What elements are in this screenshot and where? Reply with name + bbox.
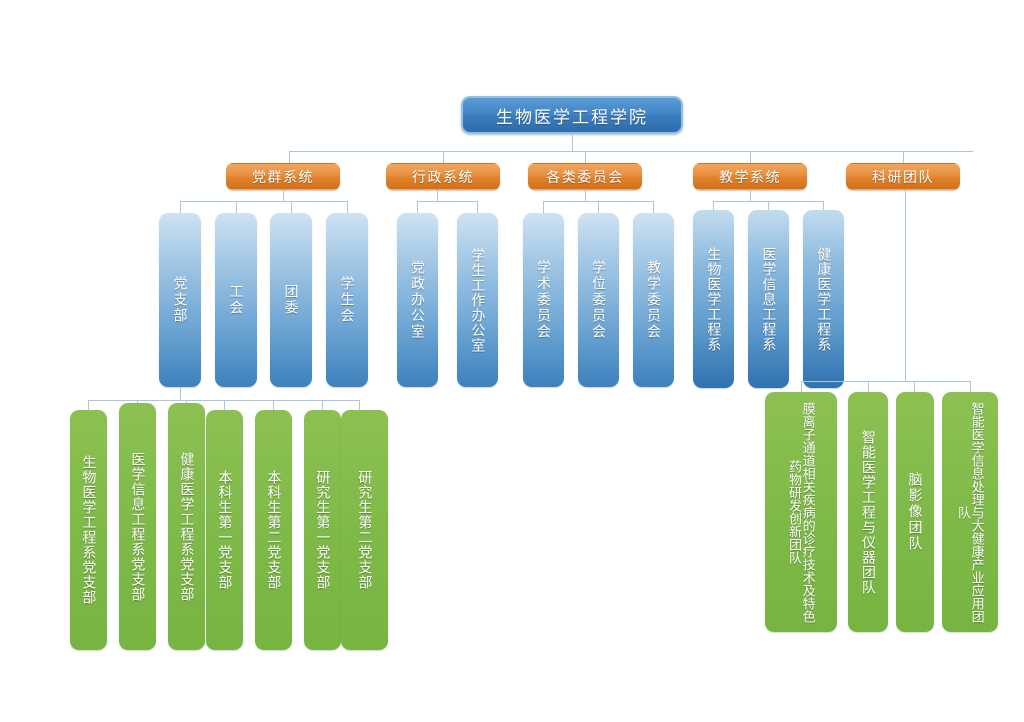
node-label-undergrad-second-party-branch: 本科生第二党支部 — [266, 470, 283, 590]
node-grad-second-party-branch[interactable]: 研究生第二党支部 — [341, 410, 388, 650]
node-biomedical-engineering-dept[interactable]: 生物医学工程系 — [693, 210, 734, 388]
node-mi-dept-party-branch[interactable]: 医学信息工程系党支部 — [119, 403, 156, 650]
node-label-student-union: 学生会 — [339, 276, 356, 324]
node-label-labor-union: 工会 — [228, 284, 245, 316]
node-label-teaching-committee: 教学委员会 — [646, 260, 663, 340]
connector-dangzhibu-drop-7 — [359, 400, 360, 410]
connector-weiyuanhui-drop-1 — [543, 201, 544, 213]
node-medical-informatics-dept[interactable]: 医学信息工程系 — [748, 210, 789, 388]
connector-to-dangqun — [289, 151, 290, 163]
connector-xingzheng-drop-2 — [477, 201, 478, 213]
level2-node-research-teams[interactable]: 科研团队 — [846, 163, 960, 190]
connector-dangzhibu-bus — [88, 400, 359, 401]
node-label-youth-league: 团委 — [283, 284, 300, 316]
node-label-mi-dept-party-branch: 医学信息工程系党支部 — [130, 451, 147, 602]
connector-jiaoxue-drop-2 — [768, 201, 769, 210]
node-label-grad-first-party-branch: 研究生第一党支部 — [315, 470, 332, 590]
node-label-medical-informatics-dept: 医学信息工程系 — [761, 246, 778, 352]
node-grad-first-party-branch[interactable]: 研究生第一党支部 — [304, 410, 341, 650]
connector-jiaoxue-stem — [750, 190, 751, 201]
node-party-admin-office[interactable]: 党政办公室 — [397, 213, 438, 387]
node-label-brain-imaging-team: 脑影像团队 — [907, 472, 924, 552]
connector-keyan-bus — [801, 381, 970, 382]
connector-weiyuanhui-drop-3 — [653, 201, 654, 213]
connector-jiaoxue-drop-1 — [713, 201, 714, 210]
node-student-affairs-office[interactable]: 学生工作办公室 — [457, 213, 498, 387]
connector-keyan-drop-3 — [914, 381, 915, 392]
connector-dangzhibu-stem — [180, 387, 181, 400]
node-undergrad-first-party-branch[interactable]: 本科生第一党支部 — [206, 410, 243, 650]
connector-to-xingzheng — [443, 151, 444, 163]
connector-to-keyan — [903, 151, 904, 163]
node-hme-dept-party-branch[interactable]: 健康医学工程系党支部 — [168, 403, 205, 650]
connector-keyan-drop-2 — [868, 381, 869, 392]
node-label-hme-dept-party-branch: 健康医学工程系党支部 — [179, 451, 196, 602]
level2-node-dangqun-system[interactable]: 党群系统 — [226, 163, 340, 190]
connector-dangzhibu-drop-4 — [224, 400, 225, 410]
node-label-health-medical-engineering-dept: 健康医学工程系 — [816, 246, 833, 352]
connector-dangqun-stem — [283, 190, 284, 201]
connector-weiyuanhui-stem — [585, 190, 586, 201]
node-brain-imaging-team[interactable]: 脑影像团队 — [896, 392, 934, 632]
node-youth-league-committee[interactable]: 团委 — [270, 213, 312, 387]
node-label-intelligent-medical-engineering-instrument-team: 智能医学工程与仪器团队 — [860, 429, 877, 595]
node-label-intelligent-medical-info-bigheath-team: 智能医学信息处理与大健康产业应用团队 — [956, 401, 985, 623]
connector-dangzhibu-drop-6 — [322, 400, 323, 410]
level2-label-weiyuanhui: 各类委员会 — [546, 168, 624, 185]
connector-keyan-stem — [905, 190, 906, 381]
level2-label-keyan: 科研团队 — [872, 168, 934, 185]
connector-to-jiaoxue — [750, 151, 751, 163]
level2-label-xingzheng: 行政系统 — [412, 168, 474, 185]
node-label-student-affairs-office: 学生工作办公室 — [470, 247, 487, 353]
level2-node-teaching-system[interactable]: 教学系统 — [693, 163, 807, 190]
node-party-branch[interactable]: 党支部 — [159, 213, 201, 387]
connector-weiyuanhui-drop-2 — [598, 201, 599, 213]
node-label-academic-committee: 学术委员会 — [536, 260, 553, 340]
node-membrane-ion-channel-team[interactable]: 膜离子通道相关疾病的诊疗技术及特色药物研发创新团队 — [765, 392, 837, 632]
node-undergrad-second-party-branch[interactable]: 本科生第二党支部 — [255, 410, 292, 650]
root-node-biomedical-engineering-college[interactable]: 生物医学工程学院 — [461, 96, 683, 134]
node-label-bme-dept-party-branch: 生物医学工程系党支部 — [81, 455, 98, 605]
connector-dangqun-bus — [180, 201, 347, 202]
connector-dangqun-drop-2 — [236, 201, 237, 213]
node-degree-committee[interactable]: 学位委员会 — [578, 213, 619, 387]
connector-dangzhibu-drop-1 — [88, 400, 89, 410]
connector-xingzheng-bus — [417, 201, 477, 202]
node-labor-union[interactable]: 工会 — [215, 213, 257, 387]
node-label-degree-committee: 学位委员会 — [591, 260, 608, 340]
node-label-undergrad-first-party-branch: 本科生第一党支部 — [217, 470, 234, 590]
node-teaching-committee[interactable]: 教学委员会 — [633, 213, 674, 387]
connector-dangzhibu-drop-5 — [273, 400, 274, 410]
node-intelligent-medical-engineering-instrument-team[interactable]: 智能医学工程与仪器团队 — [848, 392, 888, 632]
node-label-party-admin-office: 党政办公室 — [410, 260, 427, 340]
node-bme-dept-party-branch[interactable]: 生物医学工程系党支部 — [70, 410, 107, 650]
connector-root-stem — [572, 134, 573, 151]
level2-label-jiaoxue: 教学系统 — [719, 168, 781, 185]
level2-node-administrative-system[interactable]: 行政系统 — [386, 163, 500, 190]
connector-to-weiyuanhui — [585, 151, 586, 163]
root-node-label: 生物医学工程学院 — [496, 107, 648, 127]
connector-dangqun-drop-3 — [291, 201, 292, 213]
node-label-membrane-ion-channel-team: 膜离子通道相关疾病的诊疗技术及特色药物研发创新团队 — [787, 401, 816, 623]
connector-jiaoxue-drop-3 — [823, 201, 824, 210]
node-label-grad-second-party-branch: 研究生第二党支部 — [357, 470, 374, 590]
connector-dangqun-drop-1 — [180, 201, 181, 213]
connector-xingzheng-stem — [437, 190, 438, 201]
level2-node-committees[interactable]: 各类委员会 — [528, 163, 642, 190]
node-academic-committee[interactable]: 学术委员会 — [523, 213, 564, 387]
node-health-medical-engineering-dept[interactable]: 健康医学工程系 — [803, 210, 844, 388]
connector-level2-bus — [289, 151, 973, 152]
connector-keyan-drop-4 — [970, 381, 971, 392]
connector-xingzheng-drop-1 — [417, 201, 418, 213]
node-student-union[interactable]: 学生会 — [326, 213, 368, 387]
node-intelligent-medical-info-bigheath-team[interactable]: 智能医学信息处理与大健康产业应用团队 — [942, 392, 998, 632]
node-label-party-branch: 党支部 — [172, 276, 189, 324]
node-label-biomedical-engineering-dept: 生物医学工程系 — [706, 246, 723, 352]
connector-keyan-drop-1 — [801, 381, 802, 392]
level2-label-dangqun: 党群系统 — [252, 168, 314, 185]
connector-dangqun-drop-4 — [347, 201, 348, 213]
